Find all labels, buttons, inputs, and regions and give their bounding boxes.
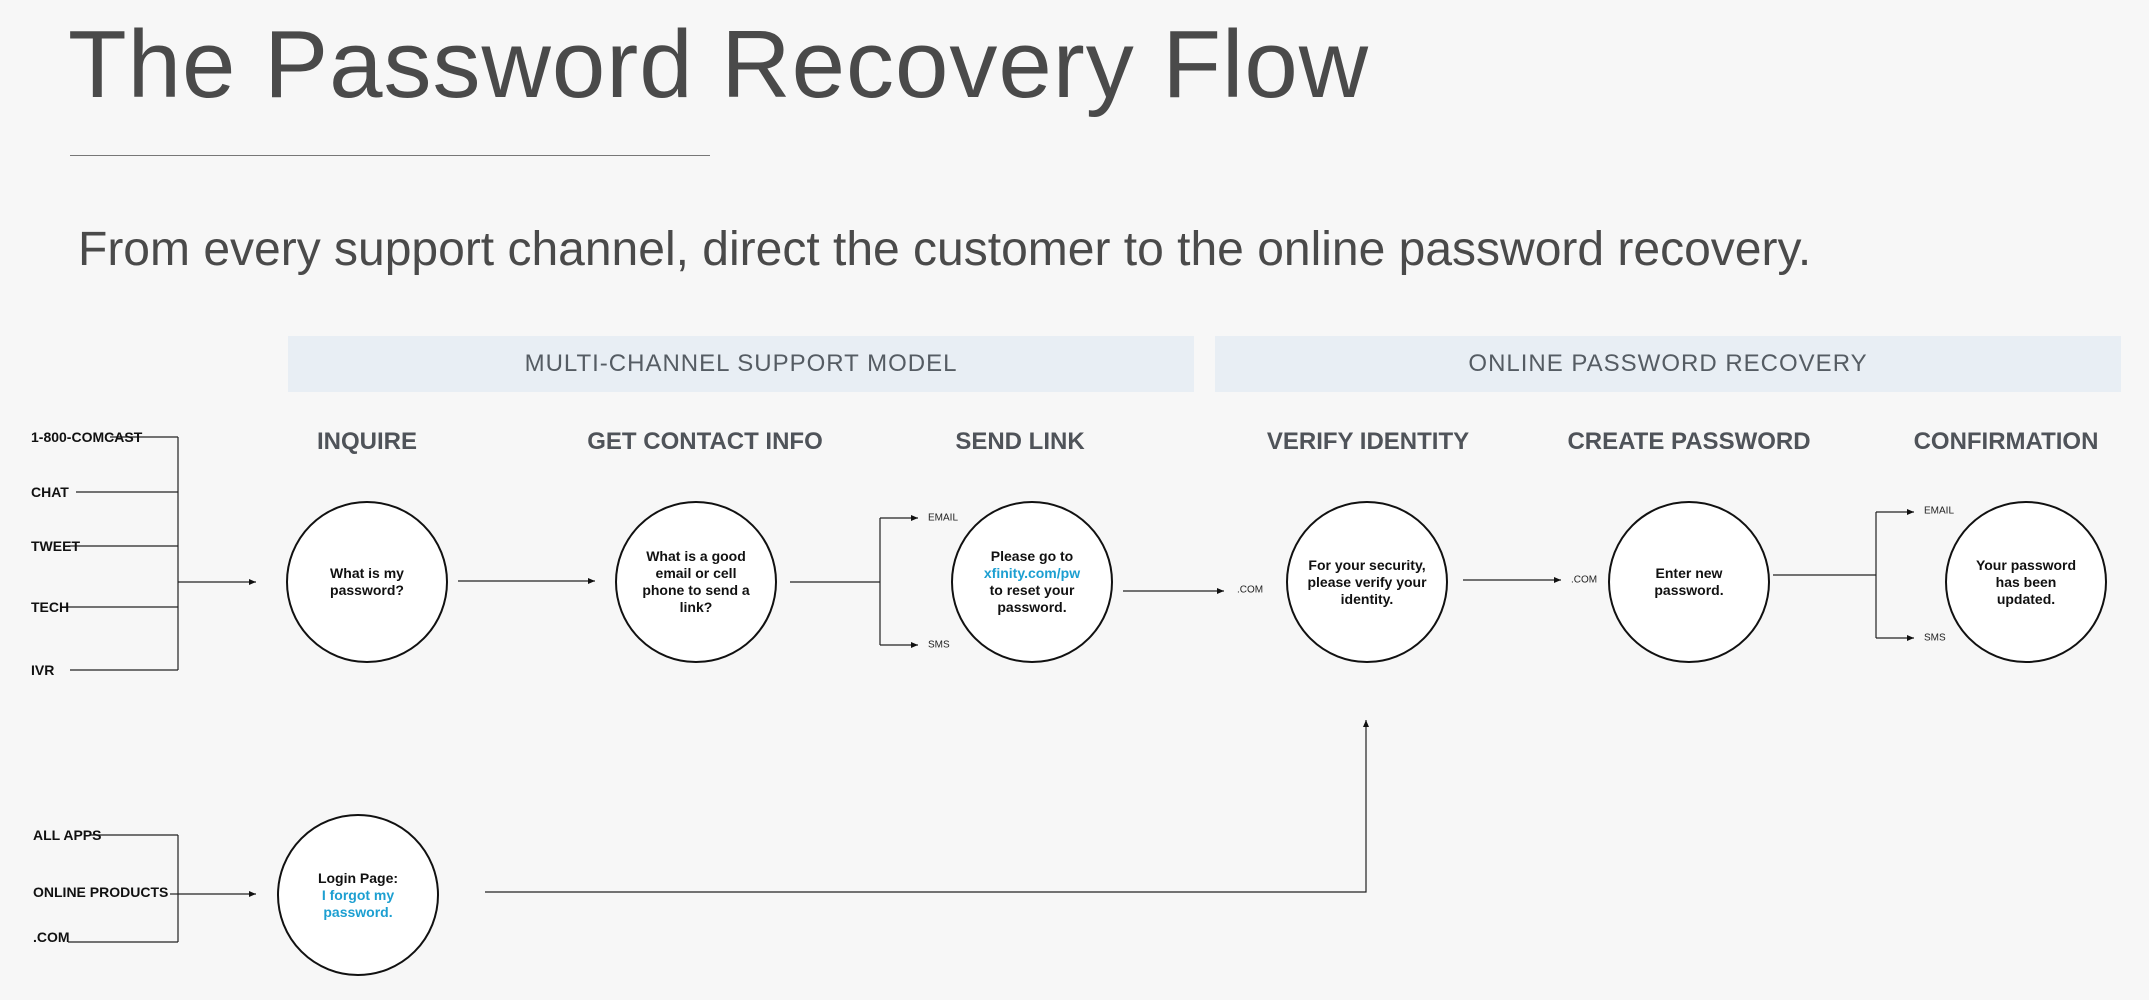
arrow-login-to-verify: [485, 720, 1369, 893]
node-contact-text: What is a good email or cell phone to se…: [642, 548, 750, 615]
node-contact: What is a good email or cell phone to se…: [615, 501, 777, 663]
node-login-page: Login Page: I forgot my password.: [277, 814, 439, 976]
node-inquire: What is my password?: [286, 501, 448, 663]
channel-1800-comcast: 1-800-COMCAST: [31, 429, 143, 445]
node-send-text-pre: Please go to: [990, 548, 1074, 564]
step-heading-confirm: CONFIRMATION: [1913, 428, 2099, 455]
channel-tweet: TWEET: [31, 538, 80, 554]
channel-ivr: IVR: [31, 662, 55, 678]
node-verify: For your security, please verify your id…: [1286, 501, 1448, 663]
node-create-text: Enter new password.: [1654, 565, 1724, 598]
node-confirm-text: Your password has been updated.: [1975, 556, 2077, 607]
channel-chat: CHAT: [31, 484, 69, 500]
step-heading-send: SEND LINK: [955, 428, 1085, 455]
label-confirm-email: EMAIL: [1924, 505, 1955, 517]
step-heading-contact: GET CONTACT INFO: [587, 428, 823, 455]
node-inquire-text: What is my password?: [330, 565, 404, 598]
channel-online-products: ONLINE PRODUCTS: [33, 884, 169, 900]
node-create: Enter new password.: [1608, 501, 1770, 663]
channel-tech: TECH: [31, 599, 70, 615]
label-send-email: EMAIL: [928, 512, 959, 524]
node-send-link: Please go to xfinity.com/pw to reset you…: [951, 501, 1113, 663]
label-create-com: .COM: [1571, 574, 1598, 586]
label-confirm-sms: SMS: [1924, 632, 1946, 644]
node-login-text-pre: Login Page:: [317, 869, 399, 886]
step-heading-verify: VERIFY IDENTITY: [1266, 428, 1470, 455]
node-send-link-url: xfinity.com/pw: [983, 565, 1081, 581]
node-confirm: Your password has been updated.: [1945, 501, 2107, 663]
node-login-forgot-link: I forgot my password.: [321, 886, 395, 920]
step-heading-inquire: INQUIRE: [316, 428, 418, 455]
step-heading-create: CREATE PASSWORD: [1567, 428, 1811, 455]
title-divider: [70, 155, 710, 156]
label-send-sms: SMS: [928, 639, 950, 651]
label-verify-com: .COM: [1237, 584, 1264, 596]
section-band-online-recovery: ONLINE PASSWORD RECOVERY: [1215, 336, 2121, 392]
channel-com: .COM: [33, 929, 70, 945]
node-send-text-post: to reset your password.: [989, 582, 1075, 615]
page-title: The Password Recovery Flow: [68, 11, 1370, 118]
section-band-multichannel: MULTI-CHANNEL SUPPORT MODEL: [288, 336, 1194, 392]
channel-all-apps: ALL APPS: [33, 827, 102, 843]
node-verify-text: For your security, please verify your id…: [1307, 556, 1427, 607]
page-subtitle: From every support channel, direct the c…: [78, 223, 1812, 276]
